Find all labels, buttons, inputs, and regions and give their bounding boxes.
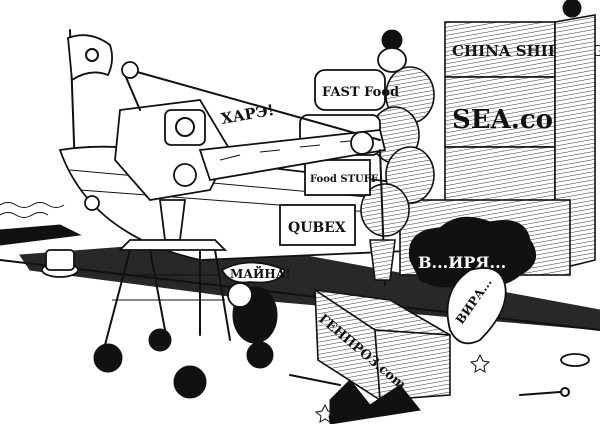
qubex-box	[279, 204, 356, 246]
speech-hare: ХАРЭ!	[220, 101, 276, 128]
worker: МАЙНА!	[220, 261, 291, 344]
wheel	[246, 341, 274, 369]
sea-waves	[0, 202, 82, 246]
crane-boom	[198, 129, 387, 182]
food-stuff-box	[304, 159, 371, 196]
wheel	[173, 365, 207, 399]
bollard	[560, 353, 590, 367]
sacks	[360, 66, 435, 237]
container-china-shipping	[444, 21, 556, 78]
fast-food-label: FAST Food	[322, 85, 399, 100]
crane-hook-block	[369, 239, 396, 281]
wheel	[148, 328, 172, 352]
fast-food-barrel	[314, 69, 386, 111]
wheel	[93, 343, 123, 373]
food-stuff-label: Food STUFF	[310, 174, 378, 185]
crash-burst	[329, 379, 421, 424]
smoke-speech-cloud: ВИРА...	[446, 267, 507, 345]
speech-maina: МАЙНА!	[230, 265, 291, 281]
crane-window	[164, 109, 206, 146]
pirate-flag	[67, 29, 113, 171]
speech-cloud	[220, 261, 287, 284]
sailor-on-cargo	[381, 29, 403, 51]
ground-debris	[289, 353, 570, 423]
qubex-label: QUBEX	[288, 220, 346, 236]
crane: ХАРЭ!	[93, 61, 396, 399]
